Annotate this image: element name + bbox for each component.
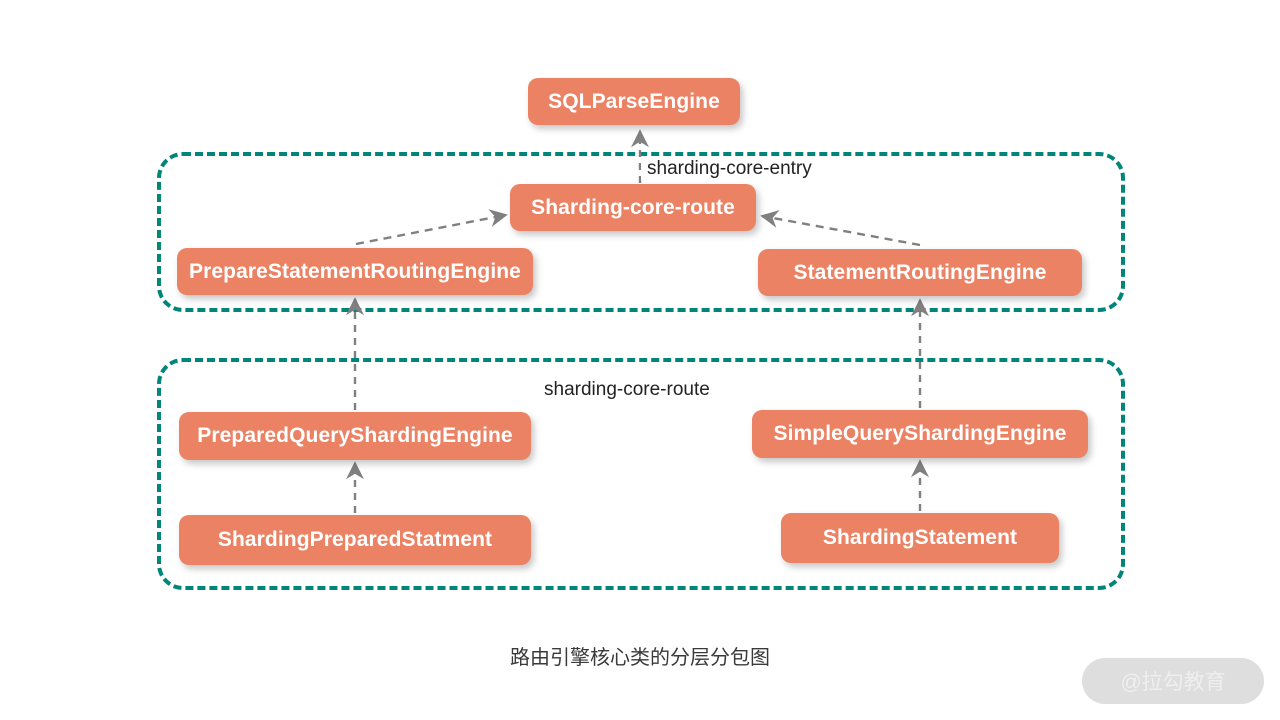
edge-stmteng-to-coreroute	[760, 210, 921, 247]
node-simple-query-sharding-engine[interactable]: SimpleQueryShardingEngine	[752, 410, 1088, 458]
node-sql-parse-engine[interactable]: SQLParseEngine	[528, 78, 740, 125]
watermark-text: @拉勾教育	[1120, 671, 1226, 694]
edge-prepeng-to-coreroute	[355, 209, 508, 246]
node-sharding-core-route[interactable]: Sharding-core-route	[510, 184, 756, 231]
node-prepare-statement-routing-engine[interactable]: PrepareStatementRoutingEngine	[177, 248, 533, 295]
node-statement-routing-engine[interactable]: StatementRoutingEngine	[758, 249, 1082, 296]
watermark-badge: @拉勾教育	[1082, 658, 1264, 704]
diagram-caption: 路由引擎核心类的分层分包图	[510, 647, 770, 669]
node-sharding-statement[interactable]: ShardingStatement	[781, 513, 1059, 563]
node-prepared-query-sharding-engine[interactable]: PreparedQueryShardingEngine	[179, 412, 531, 460]
node-sharding-prepared-statment[interactable]: ShardingPreparedStatment	[179, 515, 531, 565]
package-label-sharding-core-route: sharding-core-route	[538, 379, 716, 401]
package-label-sharding-core-entry: sharding-core-entry	[641, 158, 818, 180]
package-sharding-core-route	[157, 358, 1125, 590]
